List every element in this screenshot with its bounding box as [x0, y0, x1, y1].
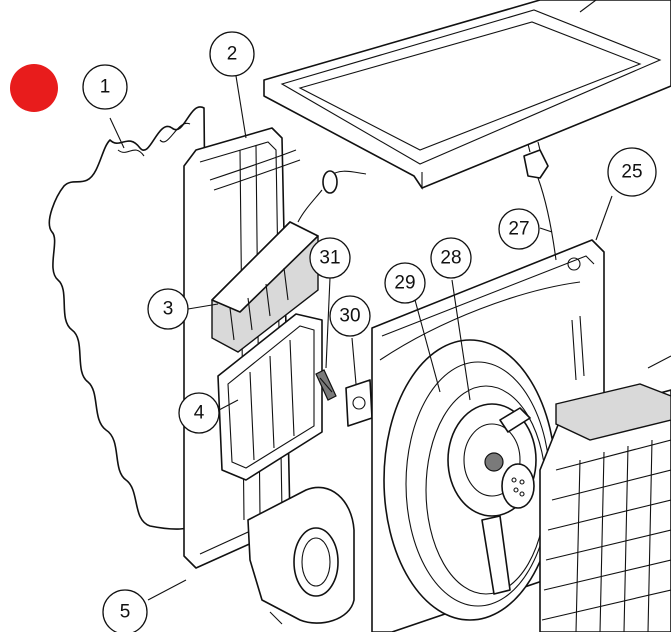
part-27-power-cord[interactable] [523, 141, 557, 261]
callout-label: 28 [440, 248, 461, 269]
top-lid-frame[interactable] [263, 0, 671, 190]
callout-label: 4 [194, 403, 205, 424]
part-1-gasket-panel[interactable] [48, 106, 209, 530]
drum-body [539, 383, 671, 632]
vent-disc [501, 463, 535, 509]
red-marker-dot[interactable] [10, 64, 58, 112]
callout-label: 2 [227, 44, 238, 65]
small-cable [297, 170, 367, 223]
part-4-lower-duct[interactable] [217, 313, 323, 481]
callout-label: 31 [319, 248, 340, 269]
callout-label: 27 [508, 219, 529, 240]
part-31-sensor[interactable] [315, 369, 337, 401]
callout-3[interactable]: 3 [147, 288, 189, 330]
callout-label: 29 [394, 273, 415, 294]
callout-label: 1 [100, 77, 111, 98]
callout-label: 25 [621, 162, 642, 183]
leader-lines [109, 0, 671, 625]
part-30-bracket[interactable] [345, 379, 373, 427]
callout-2[interactable]: 2 [209, 31, 255, 77]
callout-4[interactable]: 4 [178, 392, 220, 434]
callout-label: 30 [339, 306, 360, 327]
callout-5[interactable]: 5 [102, 589, 148, 632]
callout-27[interactable]: 27 [498, 208, 540, 250]
callout-31[interactable]: 31 [309, 237, 351, 279]
callout-25[interactable]: 25 [607, 147, 657, 197]
callout-29[interactable]: 29 [384, 262, 426, 304]
callout-label: 5 [120, 602, 131, 623]
part-5-blower-housing[interactable] [247, 486, 355, 624]
callout-label: 3 [163, 299, 174, 320]
callout-1[interactable]: 1 [82, 64, 128, 110]
part-3-upper-duct[interactable] [211, 221, 319, 353]
callout-28[interactable]: 28 [430, 237, 472, 279]
callout-30[interactable]: 30 [329, 295, 371, 337]
